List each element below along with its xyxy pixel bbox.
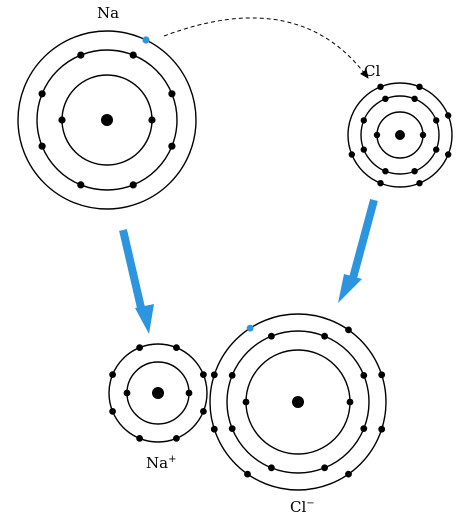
na-shell-3: [17, 30, 197, 210]
electron: [378, 371, 386, 379]
electron: [77, 51, 85, 59]
cl-ion-shell-3: [209, 313, 387, 491]
na-ion-label: Na+: [146, 454, 176, 472]
cl-ion-nucleus: [292, 396, 304, 408]
na-shell-2: [36, 49, 178, 191]
electron: [173, 344, 180, 351]
electron: [360, 372, 368, 379]
electron: [136, 435, 144, 442]
electron: [348, 151, 355, 158]
cl-reaction-arrow: [338, 198, 378, 303]
electron: [168, 142, 176, 150]
cl-nucleus: [395, 130, 405, 140]
electron: [268, 332, 275, 340]
na-reaction-arrow: [119, 229, 154, 334]
transferred-electron: [142, 36, 150, 44]
electron: [445, 151, 452, 158]
sodium-ion: [108, 343, 208, 443]
electron: [377, 180, 384, 187]
electron: [416, 83, 423, 91]
electron: [210, 425, 218, 433]
electron: [109, 371, 116, 378]
electron: [360, 117, 367, 124]
cl-ion-electrons: [210, 324, 386, 478]
cl-shell-2: [360, 95, 440, 175]
na-ion-shell-2: [108, 343, 208, 443]
electron: [360, 425, 368, 432]
na-ion-electrons: [109, 344, 207, 442]
electron: [38, 142, 46, 150]
electron: [129, 181, 137, 189]
electron: [411, 95, 418, 103]
chloride-ion: [209, 313, 387, 491]
cl-electrons: [348, 83, 452, 187]
cl-ion-shell-2: [226, 330, 370, 474]
electron: [58, 116, 66, 124]
electron: [109, 408, 116, 415]
electron: [346, 398, 354, 406]
electron: [228, 425, 236, 432]
na-nucleus: [101, 114, 113, 126]
electron: [360, 146, 367, 153]
electron: [382, 168, 389, 175]
electron: [210, 371, 218, 379]
na-label: Na: [97, 4, 119, 22]
electron: [377, 83, 384, 91]
electron: [200, 408, 207, 415]
cl-shell-3: [347, 82, 453, 188]
electron: [168, 90, 176, 98]
electron: [345, 326, 352, 334]
electron: [433, 117, 440, 124]
electron: [378, 425, 386, 433]
electron: [129, 51, 137, 59]
electron: [321, 464, 328, 472]
chlorine-atom: [347, 82, 453, 188]
electron: [345, 470, 352, 478]
na-electrons: [38, 36, 176, 189]
electron: [38, 90, 46, 98]
electron-transfer-arrow: [163, 17, 369, 79]
transferred-electron: [246, 324, 254, 332]
electron: [136, 344, 144, 351]
electron: [445, 112, 452, 119]
electron: [200, 371, 207, 378]
electron: [321, 332, 328, 340]
electron: [123, 389, 131, 397]
electron: [373, 131, 381, 139]
sodium-atom: [17, 30, 197, 210]
electron: [242, 398, 250, 406]
electron: [185, 389, 193, 397]
electron: [382, 95, 389, 103]
electron: [416, 180, 423, 187]
electron: [411, 168, 418, 175]
cl-ion-label: Cl−: [290, 498, 315, 516]
electron: [228, 372, 236, 379]
electron: [148, 116, 156, 124]
na-ion-charge: +: [168, 454, 176, 465]
na-ion-nucleus: [152, 387, 164, 399]
electron: [433, 146, 440, 153]
electron: [244, 470, 251, 478]
cl-label: Cl: [364, 62, 380, 80]
electron: [173, 435, 180, 442]
electron: [419, 131, 427, 139]
electron: [268, 464, 275, 472]
cl-ion-charge: −: [306, 498, 314, 509]
electron: [77, 181, 85, 189]
